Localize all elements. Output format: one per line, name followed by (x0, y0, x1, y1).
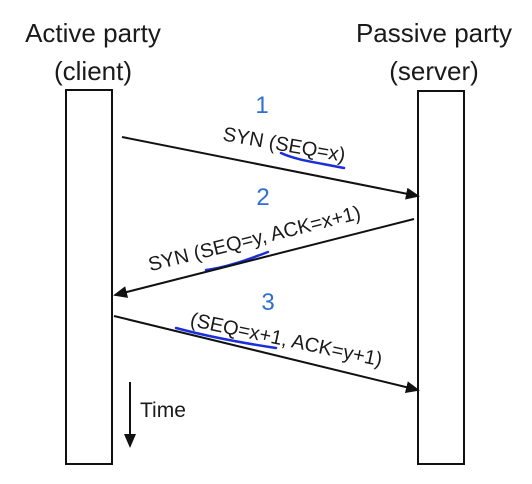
step-number-2: 2 (256, 184, 269, 211)
server-role-label: (server) (389, 56, 479, 86)
time-label: Time (140, 399, 186, 422)
client-lifeline (65, 89, 113, 465)
message-arrow-2 (113, 218, 415, 298)
message-label-2: SYN (SEQ=y, ACK=x+1) (146, 202, 363, 276)
client-name-label: Active party (25, 18, 161, 48)
handwritten-underline-3 (174, 326, 278, 350)
server-lifeline (417, 90, 465, 465)
handwritten-underline-1 (279, 151, 346, 170)
step-number-1: 1 (255, 92, 268, 119)
message-label-3: (SEQ=x+1, ACK=y+1) (188, 309, 384, 371)
server-name-label: Passive party (356, 18, 512, 48)
message-arrow-1 (121, 136, 420, 200)
message-arrow-3 (113, 315, 420, 393)
client-role-label: (client) (54, 56, 132, 86)
step-number-3: 3 (261, 289, 274, 316)
